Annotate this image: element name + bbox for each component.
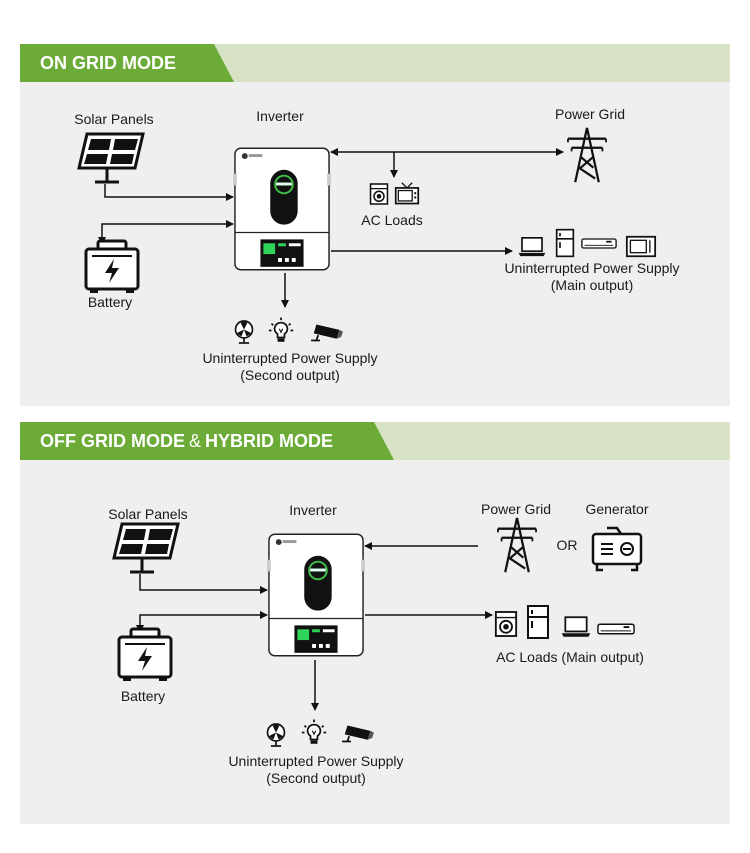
fridge-icon bbox=[555, 228, 575, 258]
generator-label: Generator bbox=[585, 501, 649, 517]
solar-panel-icon bbox=[77, 132, 145, 184]
ups-second-line1: Uninterrupted Power Supply bbox=[202, 350, 378, 366]
solar-panels-label: Solar Panels bbox=[108, 506, 188, 522]
laptop-icon bbox=[560, 616, 592, 638]
battery-inverter-arrow bbox=[136, 611, 268, 633]
on-grid-title: ON GRID MODE bbox=[40, 53, 177, 73]
off-grid-header: OFF GRID MODE&HYBRID MODE bbox=[20, 422, 394, 460]
fan-icon bbox=[266, 723, 286, 747]
ac-loads-label: AC Loads bbox=[361, 212, 423, 228]
solar-panels-label: Solar Panels bbox=[74, 111, 154, 127]
cctv-camera-icon bbox=[341, 724, 375, 743]
air-conditioner-icon bbox=[597, 623, 635, 635]
inverter-label: Inverter bbox=[256, 108, 304, 124]
or-label: OR bbox=[556, 537, 578, 553]
washing-machine-icon bbox=[369, 183, 389, 205]
ups-second-line1: Uninterrupted Power Supply bbox=[228, 753, 404, 769]
power-tower-icon bbox=[566, 126, 608, 184]
solar-to-inverter-arrow bbox=[104, 184, 234, 201]
header-ampersand: & bbox=[189, 431, 202, 451]
battery-icon bbox=[84, 239, 140, 295]
battery-label: Battery bbox=[87, 294, 133, 310]
inverter-icon bbox=[267, 533, 365, 657]
power-tower-icon bbox=[496, 516, 538, 574]
battery-icon bbox=[117, 627, 173, 683]
ups-main-line1: Uninterrupted Power Supply bbox=[504, 260, 680, 276]
microwave-icon bbox=[625, 235, 657, 258]
tv-icon bbox=[394, 181, 420, 205]
on-grid-header: ON GRID MODE bbox=[20, 44, 234, 82]
washing-machine-icon bbox=[494, 611, 518, 637]
off-grid-hybrid-panel: OFF GRID MODE&HYBRID MODE Solar Panels I… bbox=[20, 422, 730, 824]
fan-icon bbox=[234, 320, 254, 344]
ups-second-line2: (Second output) bbox=[266, 770, 366, 786]
power-grid-label: Power Grid bbox=[480, 501, 552, 517]
light-bulb-icon bbox=[268, 316, 294, 343]
battery-inverter-arrow bbox=[98, 220, 234, 245]
fridge-icon bbox=[527, 605, 549, 639]
solar-to-inverter-arrow bbox=[139, 574, 268, 594]
ac-loads-main-output-label: AC Loads (Main output) bbox=[496, 649, 644, 665]
off-grid-title: OFF GRID MODE bbox=[40, 431, 185, 451]
off-grid-diagram bbox=[112, 516, 643, 747]
laptop-icon bbox=[517, 236, 547, 258]
hybrid-title: HYBRID MODE bbox=[205, 431, 334, 451]
ups-main-line2: (Main output) bbox=[550, 277, 634, 293]
ups-second-output-label: Uninterrupted Power Supply (Second outpu… bbox=[206, 753, 426, 787]
solar-panel-icon bbox=[112, 522, 180, 574]
light-bulb-icon bbox=[301, 718, 327, 745]
on-grid-diagram bbox=[77, 126, 657, 344]
ups-second-output-label: Uninterrupted Power Supply (Second outpu… bbox=[180, 350, 400, 384]
on-grid-panel: ON GRID MODE Solar Panels Inverter Batte… bbox=[20, 44, 730, 406]
air-conditioner-icon bbox=[581, 238, 617, 249]
generator-icon bbox=[591, 526, 643, 572]
battery-label: Battery bbox=[120, 688, 166, 704]
power-grid-label: Power Grid bbox=[554, 106, 626, 122]
inverter-label: Inverter bbox=[289, 502, 337, 518]
ups-second-line2: (Second output) bbox=[240, 367, 340, 383]
inverter-icon bbox=[233, 147, 331, 271]
cctv-camera-icon bbox=[310, 323, 344, 342]
ups-main-output-label: Uninterrupted Power Supply (Main output) bbox=[482, 260, 702, 294]
